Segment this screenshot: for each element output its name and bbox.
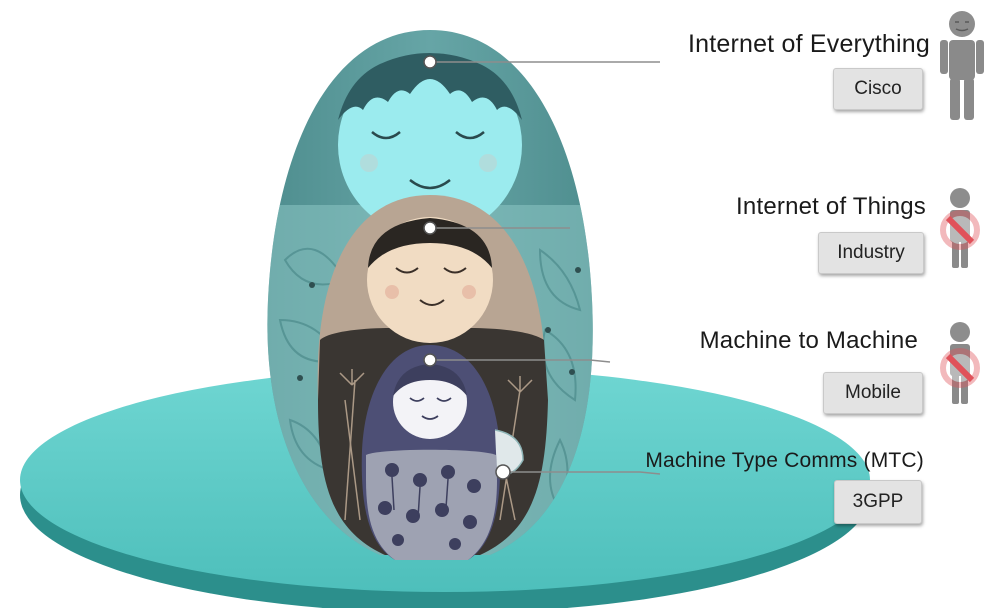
- layer-source-industry: Industry: [818, 232, 924, 274]
- layer-source-cisco: Cisco: [833, 68, 923, 110]
- person-blocked-icon: [940, 188, 980, 268]
- inner-doll: [361, 345, 524, 560]
- layer-title-ioe: Internet of Everything: [687, 30, 930, 58]
- layer-source-mobile: Mobile: [823, 372, 923, 414]
- layer-title-mtc: Machine Type Comms (MTC): [645, 449, 924, 472]
- connector-dots: [423, 55, 511, 480]
- layer-title-iot: Internet of Things: [736, 193, 926, 220]
- connector-lines: [430, 61, 661, 475]
- layer-title-m2m: Machine to Machine: [699, 327, 918, 354]
- layer-source-3gpp: 3GPP: [834, 480, 922, 524]
- person-icon: [940, 11, 984, 120]
- person-blocked-icon: [940, 322, 980, 404]
